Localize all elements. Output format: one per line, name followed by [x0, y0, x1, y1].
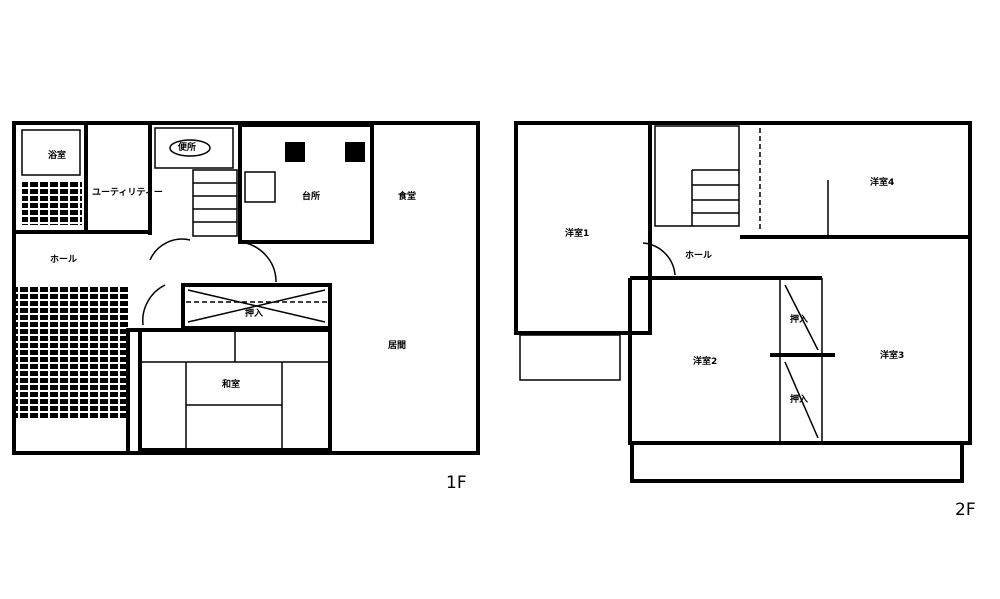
stairs-2f: [654, 125, 740, 227]
floor-label-2f: 2F: [955, 500, 976, 520]
room-label-closet: 押入: [245, 307, 263, 319]
sink-icon: [345, 142, 365, 162]
room-label-hall-2f: ホール: [685, 250, 712, 261]
room-label-western-room-1: 洋室1: [565, 227, 589, 239]
door-swing: [237, 241, 277, 283]
entrance-tiles: [16, 285, 128, 420]
room-label-dining: 食堂: [397, 190, 416, 202]
door-swing: [142, 284, 166, 326]
roof-outline: [519, 334, 621, 381]
room-label-japanese-room: 和室: [221, 378, 240, 390]
floor-2f-plan: 洋室1 洋室2 洋室3 洋室4 ホール 押入 押入 2F: [514, 121, 976, 520]
stove-icon: [285, 142, 305, 162]
floor-1f-plan: 浴室 ユーティリティー 便所 台所 食堂 ホール 押入 和室 居間 1F: [12, 121, 480, 493]
room-label-bath: 浴室: [48, 149, 66, 161]
door-swing: [642, 242, 676, 276]
room-label-living: 居間: [388, 340, 406, 351]
room-label-closet-b: 押入: [790, 393, 808, 405]
room-label-hall: ホール: [50, 254, 77, 265]
room-label-closet-a: 押入: [790, 313, 808, 325]
toilet-room: [154, 127, 234, 169]
balcony: [630, 441, 964, 483]
room-label-western-room-2: 洋室2: [693, 355, 717, 367]
room-label-western-room-4: 洋室4: [870, 176, 894, 188]
room-label-western-room-3: 洋室3: [880, 349, 904, 361]
room-label-utility: ユーティリティー: [92, 187, 163, 198]
bathtub: [21, 129, 81, 176]
washroom-floor: [22, 180, 82, 225]
floor-label-1f: 1F: [446, 473, 467, 493]
toilet-icon: [169, 139, 211, 157]
refrigerator-icon: [244, 171, 276, 203]
stairs-1f: [192, 169, 238, 237]
room-label-toilet: 便所: [178, 141, 196, 153]
door-swing: [149, 238, 191, 261]
western-room-1-walls: [514, 121, 652, 335]
room-label-kitchen: 台所: [302, 190, 320, 202]
